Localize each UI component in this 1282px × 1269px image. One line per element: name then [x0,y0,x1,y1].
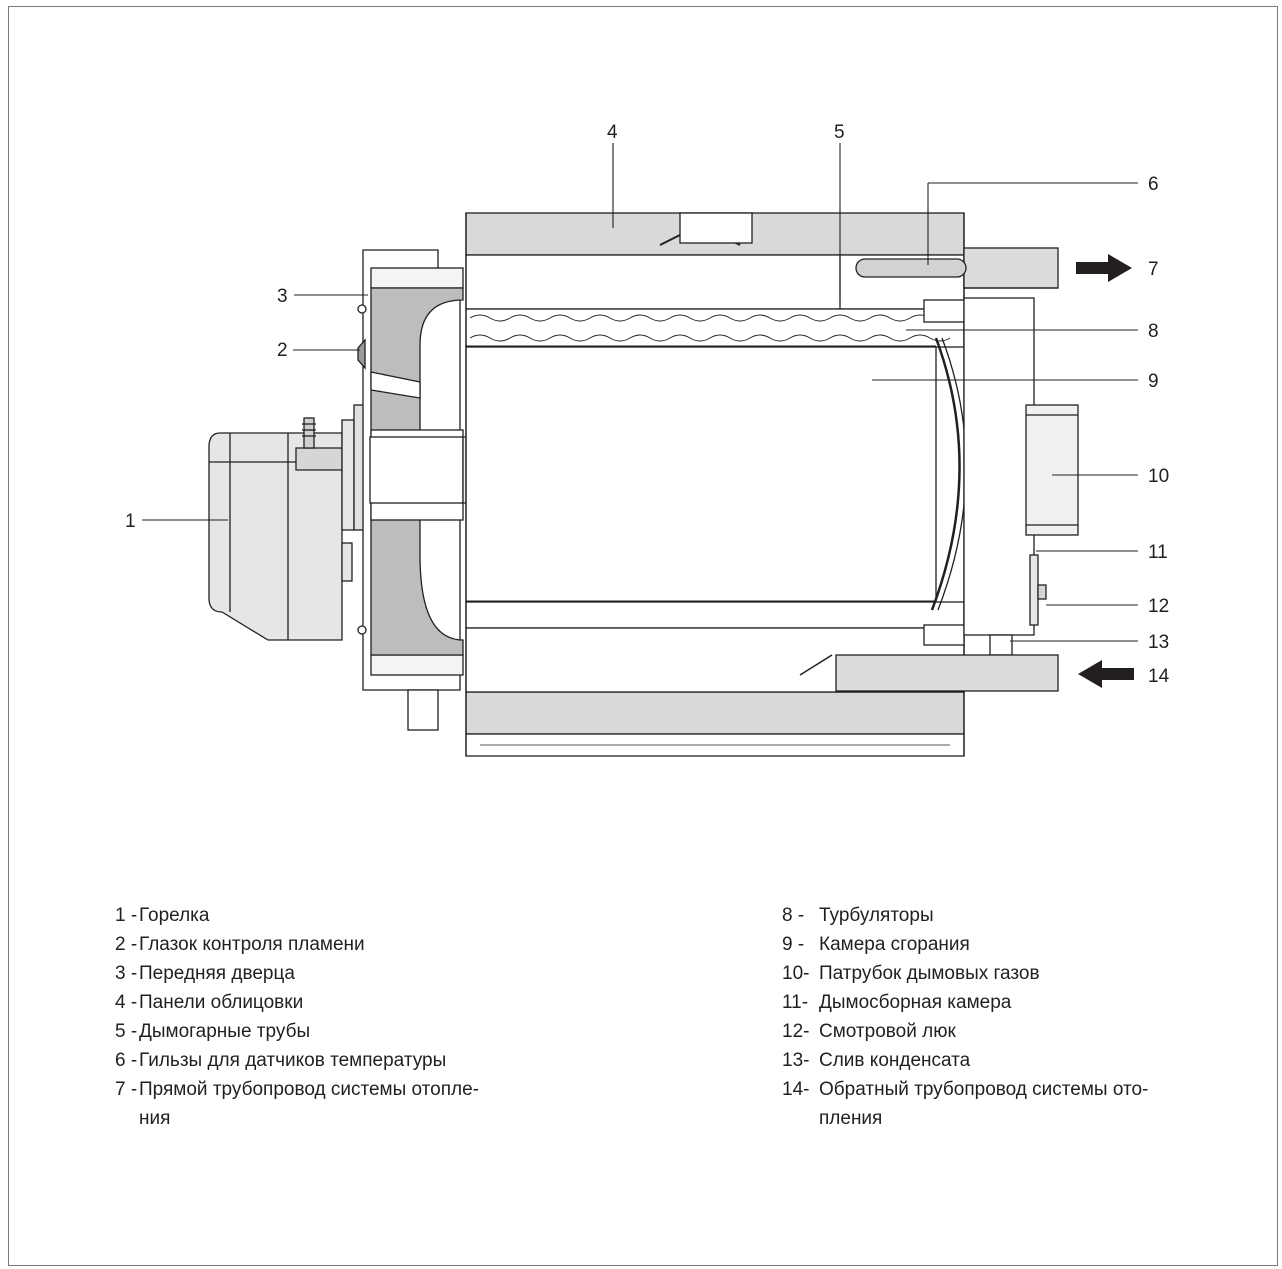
front-door [357,249,464,731]
legend-number: 6 - [115,1050,138,1071]
legend-text: Глазок контроля пламени [139,934,365,955]
legend-text: Дымосборная камера [819,992,1012,1013]
legend-number [782,1104,819,1133]
legend-text: пления [819,1108,883,1129]
legend-text: ния [139,1108,171,1129]
legend-number: 5 - [115,1021,138,1042]
legend-text: Слив конденсата [819,1050,971,1071]
legend-right: 8 - Турбуляторы 9 - Камера сгорания 10- Пат… [782,901,1148,1133]
callout-6: 6 [1148,174,1159,195]
legend-text: Дымогарные трубы [139,1021,311,1042]
legend-text: Турбуляторы [819,905,934,926]
callout-8: 8 [1148,321,1159,342]
callout-3: 3 [277,286,288,307]
legend-number: 13- [782,1050,810,1071]
legend-item: пления [782,1104,1148,1133]
callout-1: 1 [125,511,136,532]
legend-text: Передняя дверца [139,963,295,984]
rear-smoke-chamber [930,297,1079,656]
legend-text: Прямой трубопровод системы отопле- [139,1079,479,1100]
legend-text: Обратный трубопровод системы ото- [819,1079,1149,1100]
legend-number: 14- [782,1079,810,1100]
legend-text: Камера сгорания [819,934,970,955]
return-arrow-in [1078,660,1134,688]
legend-item: 1 -Горелка [115,901,479,930]
legend-item: 14- Обратный трубопровод системы ото- [782,1075,1148,1104]
pipes [799,247,1059,692]
legend-item: 3 -Передняя дверца [115,959,479,988]
burner [208,404,371,641]
legend-item: 12- Смотровой люк [782,1017,1148,1046]
callout-12: 12 [1148,596,1169,617]
legend-item: 11- Дымосборная камера [782,988,1148,1017]
legend-item: 9 - Камера сгорания [782,930,1148,959]
legend-item: 7 -Прямой трубопровод системы отопле- [115,1075,479,1104]
legend-item: 2 -Глазок контроля пламени [115,930,479,959]
boiler-cross-section-diagram: 1 2 3 4 5 6 7 8 9 10 11 12 13 14 [125,122,1170,757]
legend-item: 4 -Панели облицовки [115,988,479,1017]
legend-number: 11- [782,992,809,1013]
callout-9: 9 [1148,371,1159,392]
legend-text: Патрубок дымовых газов [819,963,1040,984]
callout-13: 13 [1148,632,1169,653]
leader-lines [142,143,1138,642]
legend-number [115,1104,139,1133]
callout-7: 7 [1148,259,1159,280]
legend-number: 12- [782,1021,810,1042]
legend-item: 6 -Гильзы для датчиков температуры [115,1046,479,1075]
legend-number: 2 - [115,934,138,955]
legend-text: Панели облицовки [139,992,304,1013]
page-frame [8,6,1278,1266]
legend-number: 9 - [782,934,805,955]
legend-text: Гильзы для датчиков температуры [139,1050,447,1071]
legend-number: 4 - [115,992,138,1013]
callout-2: 2 [277,340,288,361]
callout-14: 14 [1148,666,1170,687]
legend-item: 8 - Турбуляторы [782,901,1148,930]
legend-item: 10- Патрубок дымовых газов [782,959,1148,988]
legend-item: 5 -Дымогарные трубы [115,1017,479,1046]
legend-number: 7 - [115,1079,138,1100]
callout-5: 5 [834,122,845,143]
flow-arrow-out [1076,254,1132,282]
legend-item: 13- Слив конденсата [782,1046,1148,1075]
legend-text: Смотровой люк [819,1021,956,1042]
legend-number: 3 - [115,963,138,984]
boiler-shell [465,212,965,757]
legend-number: 1 - [115,905,138,926]
legend-item: ния [115,1104,479,1133]
legend-left: 1 -Горелка 2 -Глазок контроля пламени 3 … [115,901,479,1133]
legend-number: 8 - [782,905,805,926]
legend-number: 10- [782,963,810,984]
callout-10: 10 [1148,466,1169,487]
legend-text: Горелка [139,905,210,926]
callout-4: 4 [607,122,618,143]
callout-11: 11 [1148,542,1168,563]
